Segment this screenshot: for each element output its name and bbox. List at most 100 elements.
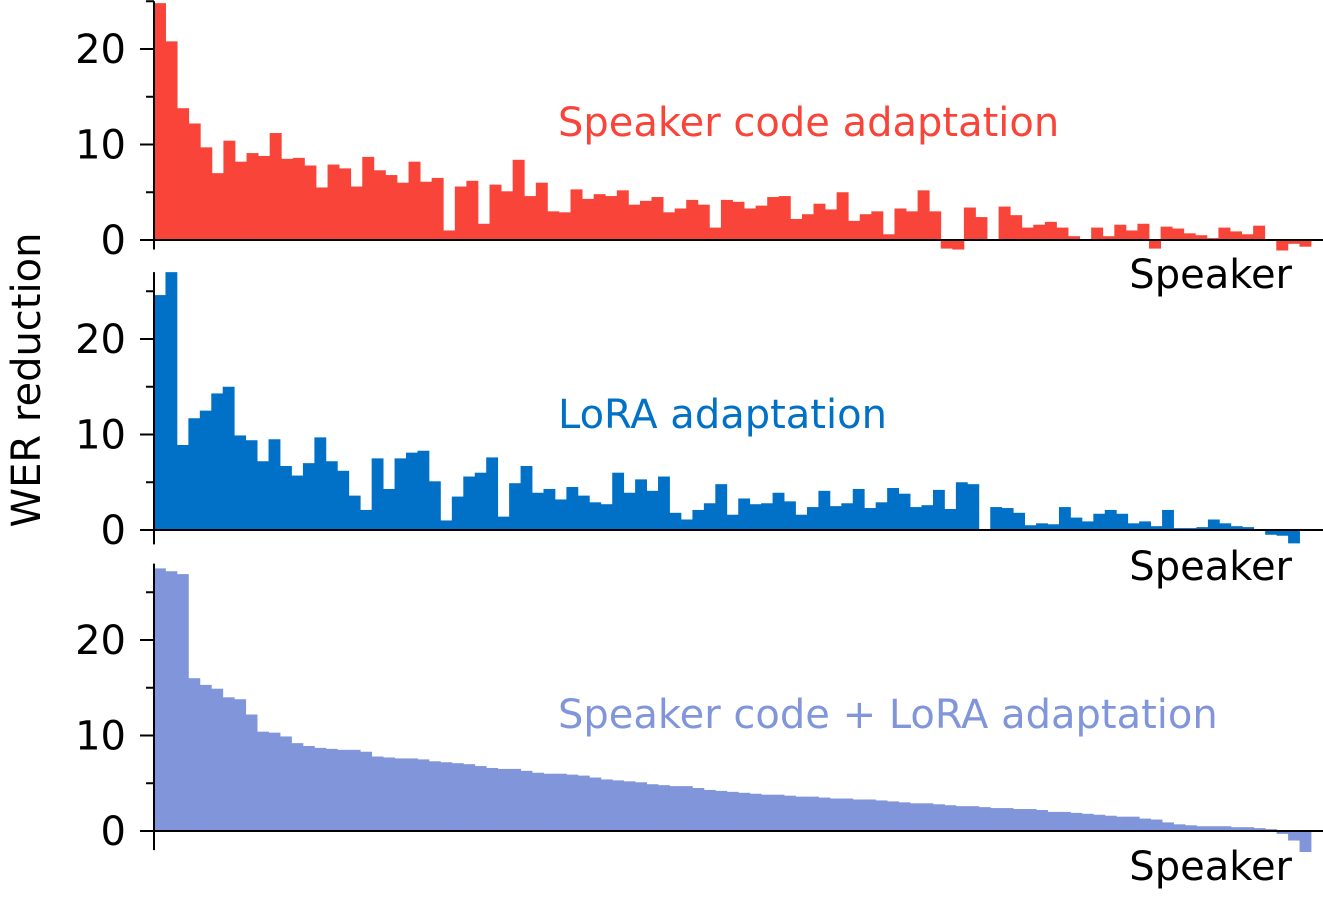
bar-3-13: [291, 743, 304, 831]
bar-3-67: [910, 803, 922, 831]
bar-3-88: [1150, 819, 1163, 831]
bar-1-52: [744, 208, 757, 240]
bar-3-80: [1058, 811, 1071, 831]
bar-2-27: [451, 496, 464, 530]
bar-3-87: [1139, 818, 1152, 831]
bar-2-1: [154, 295, 166, 530]
bar-1-2: [165, 41, 178, 240]
bar-1-47: [686, 199, 699, 240]
bar-3-14: [302, 746, 315, 831]
bar-3-85: [1116, 816, 1129, 831]
bar-3-91: [1184, 825, 1197, 831]
bar-3-30: [486, 767, 499, 831]
bar-3-44: [646, 784, 659, 831]
bar-1-28: [466, 180, 479, 240]
bar-1-5: [200, 147, 213, 240]
bar-1-66: [906, 211, 919, 240]
bar-1-42: [628, 204, 641, 240]
bar-3-12: [280, 736, 292, 831]
bar-1-58: [813, 203, 826, 240]
bar-1-11: [269, 133, 282, 240]
bar-3-55: [772, 794, 785, 831]
bar-1-77: [1033, 224, 1046, 240]
bar-3-34: [532, 772, 544, 831]
bar-2-11: [268, 439, 281, 530]
bar-3-25: [428, 761, 441, 831]
bar-2-72: [967, 484, 980, 530]
bar-3-39: [589, 777, 602, 831]
bar-3-10: [257, 731, 269, 831]
bar-3-40: [600, 779, 613, 831]
bar-3-62: [852, 799, 865, 831]
bar-1-32: [512, 159, 525, 240]
bar-2-10: [257, 461, 269, 530]
bar-2-21: [383, 488, 395, 530]
bar-1-26: [443, 230, 456, 240]
bar-3-41: [612, 780, 625, 831]
bar-2-70: [944, 508, 957, 530]
bar-3-18: [348, 749, 361, 831]
bar-2-31: [497, 516, 510, 530]
bar-2-22: [394, 458, 407, 531]
bar-1-3: [177, 108, 190, 241]
bar-1-95: [1241, 234, 1254, 240]
bar-3-59: [818, 797, 831, 831]
bar-3-95: [1230, 827, 1243, 831]
bar-3-46: [669, 786, 682, 831]
bar-1-54: [767, 197, 780, 240]
bar-2-43: [635, 479, 647, 530]
bar-2-68: [921, 505, 934, 530]
bar-1-76: [1021, 227, 1034, 240]
bar-2-47: [680, 519, 693, 530]
bar-1-36: [558, 212, 571, 240]
y-tick-label: 0: [101, 218, 126, 264]
bar-2-61: [841, 503, 854, 530]
bar-2-56: [784, 501, 796, 530]
bar-2-74: [990, 507, 1003, 530]
y-tick-label: 0: [101, 809, 126, 855]
bar-1-60: [836, 192, 849, 240]
bar-2-54: [761, 503, 773, 530]
bar-1-59: [825, 209, 838, 240]
bar-3-89: [1162, 822, 1174, 831]
bar-2-89: [1162, 509, 1174, 530]
bar-2-55: [772, 492, 785, 530]
bar-1-34: [535, 182, 548, 240]
bar-2-8: [234, 435, 247, 530]
bar-1-4: [188, 123, 201, 240]
bar-2-66: [898, 493, 911, 530]
bar-1-19: [362, 156, 375, 240]
bar-3-54: [761, 794, 773, 831]
bar-1-9: [246, 153, 259, 240]
bar-3-72: [967, 806, 980, 831]
bar-1-37: [570, 189, 583, 240]
bar-3-22: [394, 758, 407, 831]
bar-1-83: [1102, 236, 1115, 240]
bar-2-95: [1230, 526, 1243, 530]
bar-3-19: [360, 751, 373, 831]
bar-1-39: [593, 194, 606, 240]
bar-3-94: [1219, 826, 1232, 831]
bar-2-51: [726, 514, 739, 530]
bar-2-30: [486, 457, 499, 530]
bar-1-48: [697, 204, 710, 240]
bar-1-57: [801, 214, 814, 240]
bar-2-82: [1081, 521, 1094, 530]
bar-3-84: [1104, 815, 1117, 831]
bar-1-100: [1299, 240, 1312, 247]
bar-3-3: [176, 574, 189, 831]
bar-1-64: [882, 234, 895, 240]
bar-2-15: [314, 437, 327, 530]
bar-1-86: [1137, 223, 1150, 240]
bar-1-55: [778, 196, 791, 240]
bar-2-96: [1242, 527, 1255, 530]
bar-1-17: [339, 168, 352, 241]
bar-3-35: [543, 773, 556, 831]
bar-2-44: [646, 490, 659, 530]
bar-2-37: [566, 487, 579, 530]
bar-2-99: [1276, 530, 1289, 536]
bar-3-66: [898, 802, 911, 831]
bar-3-82: [1081, 813, 1094, 831]
